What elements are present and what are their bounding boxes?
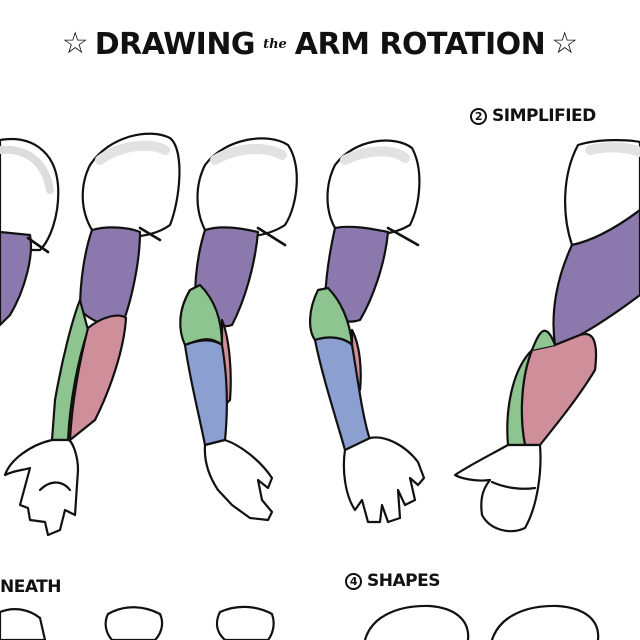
forearm-pink [68,314,128,442]
arm-illustration-1 [0,138,60,327]
title-arm-rotation: ARM ROTATION [294,26,546,62]
section-number-badge: 4 [345,572,362,590]
hand-simplified [453,443,542,533]
star-icon-left: ☆ [61,26,89,61]
underneath-sketches [0,605,275,640]
forearm-green [179,283,224,347]
title-drawing: DRAWING [94,26,256,62]
arm-illustration-3 [179,137,298,522]
forearm-blue [183,339,229,447]
upper-arm-purple [323,225,390,323]
arm-illustration-4 [309,139,426,524]
section-underneath-text: NEATH [0,577,62,597]
forearm-blue [313,336,372,452]
section-shapes-label: 4 SHAPES [345,571,440,591]
section-simplified-label: 2 SIMPLIFIED [470,106,596,126]
section-underneath-label: NEATH [0,577,62,597]
hand-rotating [203,438,274,522]
section-number-badge: 2 [470,107,487,125]
hand-palm-down [342,436,426,524]
arm-illustration-simplified [453,139,640,533]
arm-illustration-2 [3,132,181,537]
forearm-pink [520,332,598,447]
page-title: ☆ DRAWING the ARM ROTATION ☆ [0,22,640,66]
biceps-purple [0,230,32,327]
star-icon-right: ☆ [551,26,579,61]
upper-arm-purple [552,208,640,347]
section-shapes-text: SHAPES [367,571,440,591]
section-simplified-text: SIMPLIFIED [492,106,596,126]
upper-arm-purple [78,226,142,328]
shapes-sketches [363,604,600,640]
title-the: the [263,36,287,52]
